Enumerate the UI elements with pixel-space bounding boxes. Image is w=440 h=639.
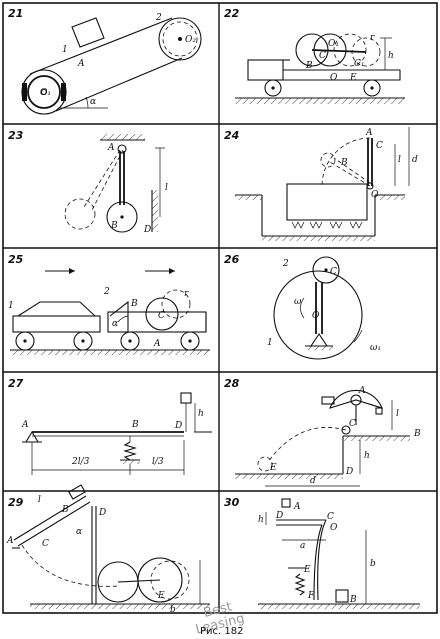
label-B: B <box>305 61 313 71</box>
panel-number: 21 <box>8 7 23 20</box>
label-alpha: α <box>112 319 118 329</box>
label-r: r <box>370 33 375 43</box>
label-A: A <box>107 143 115 153</box>
label-O: O <box>330 523 338 533</box>
label-C: C <box>349 419 356 429</box>
label-l: l <box>396 409 399 419</box>
label-d: d <box>412 155 418 165</box>
panel-number: 27 <box>8 377 24 390</box>
label-n1: 1 <box>62 45 68 55</box>
panel-27: 27 A B D h 2l/3 l/3 <box>8 377 212 475</box>
panel-22: 22 O₁ C B O E C₁ r h <box>224 7 405 104</box>
panel-21: 21 2 1 O₂ A O₁ α <box>8 7 202 115</box>
label-frac2: l/3 <box>152 457 164 467</box>
label-O: O <box>330 73 338 83</box>
panel-25: 25 1 2 B C A α r <box>8 253 210 355</box>
label-b: b <box>170 605 176 615</box>
label-l: l <box>398 155 401 165</box>
label-l: l <box>165 183 168 193</box>
label-C: C <box>42 539 49 549</box>
label-E: E <box>157 591 165 601</box>
label-w: ω <box>294 297 302 307</box>
label-E: E <box>349 73 357 83</box>
label-O: O <box>371 190 379 200</box>
label-B: B <box>413 429 421 439</box>
panel-number: 23 <box>8 129 24 142</box>
label-B: B <box>131 420 139 430</box>
label-C1: C₁ <box>354 59 365 69</box>
panel-number: 28 <box>224 377 240 390</box>
label-n2: 2 <box>155 13 162 23</box>
label-h: h <box>364 451 370 461</box>
panel-number: 26 <box>224 253 240 266</box>
label-n2: 2 <box>282 259 289 269</box>
label-B: B <box>61 505 69 515</box>
label-B: B <box>110 221 118 231</box>
label-A: A <box>21 420 29 430</box>
panel-24: 24 A B C O l d <box>224 127 418 241</box>
panel-30: 30 A D h C O a E F B b <box>224 496 420 609</box>
label-D: D <box>174 421 182 431</box>
label-C: C <box>330 267 337 277</box>
label-r: r <box>184 289 189 299</box>
label-A: A <box>6 536 14 546</box>
label-n1: 1 <box>8 301 14 311</box>
label-E: E <box>303 565 311 575</box>
label-d: d <box>310 476 316 486</box>
label-B: B <box>349 595 357 605</box>
label-B: B <box>340 158 348 168</box>
label-D: D <box>275 511 283 521</box>
panel-number: 30 <box>224 496 240 509</box>
label-O1: O₁ <box>40 88 51 98</box>
label-D: D <box>98 508 106 518</box>
label-A: A <box>365 128 373 138</box>
label-A: A <box>358 386 366 396</box>
label-l: l <box>38 495 41 505</box>
panel-number: 29 <box>8 496 24 509</box>
label-C: C <box>158 311 165 321</box>
watermark-line-1: Best <box>202 599 234 621</box>
label-B: B <box>130 299 138 309</box>
panel-number: 24 <box>224 129 239 142</box>
label-h: h <box>258 515 264 525</box>
label-A: A <box>293 502 301 512</box>
label-n2: 2 <box>103 287 110 297</box>
figure-caption: Рис. 182 <box>200 626 243 637</box>
label-frac1: 2l/3 <box>71 457 90 467</box>
panel-23: 23 A D B l <box>8 129 168 235</box>
label-alpha: α <box>90 97 96 107</box>
label-O: O <box>312 311 320 321</box>
label-F: F <box>307 591 315 601</box>
panel-29: 29 l B D A C α E b <box>6 484 210 615</box>
label-D: D <box>345 467 353 477</box>
label-alpha: α <box>76 527 82 537</box>
label-C: C <box>327 512 334 522</box>
label-b: b <box>370 559 376 569</box>
panel-grid <box>2 2 438 614</box>
label-A: A <box>153 339 161 349</box>
label-h: h <box>388 51 394 61</box>
label-O2: O₂ <box>185 35 196 45</box>
panel-28: 28 A C D E B l h d <box>224 377 421 487</box>
label-a: a <box>300 541 305 551</box>
label-n1: 1 <box>267 338 273 348</box>
label-D: D <box>143 225 151 235</box>
label-C: C <box>319 51 326 61</box>
label-E: E <box>269 463 277 473</box>
panel-number: 25 <box>8 253 24 266</box>
label-w1: ω₁ <box>370 343 381 353</box>
panel-26: 26 2 1 C O ω ω₁ <box>224 253 381 360</box>
label-A: A <box>77 59 85 69</box>
label-h: h <box>198 409 204 419</box>
label-O1: O₁ <box>328 39 339 49</box>
panel-number: 22 <box>224 7 240 20</box>
label-C: C <box>376 141 383 151</box>
